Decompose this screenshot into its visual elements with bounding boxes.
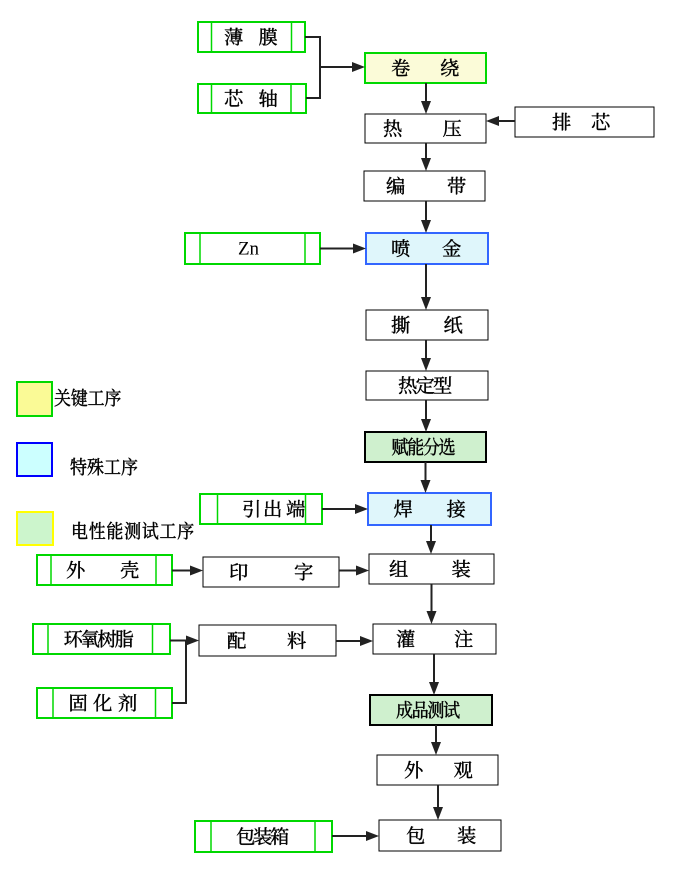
svg-text:Zn: Zn xyxy=(238,239,260,260)
